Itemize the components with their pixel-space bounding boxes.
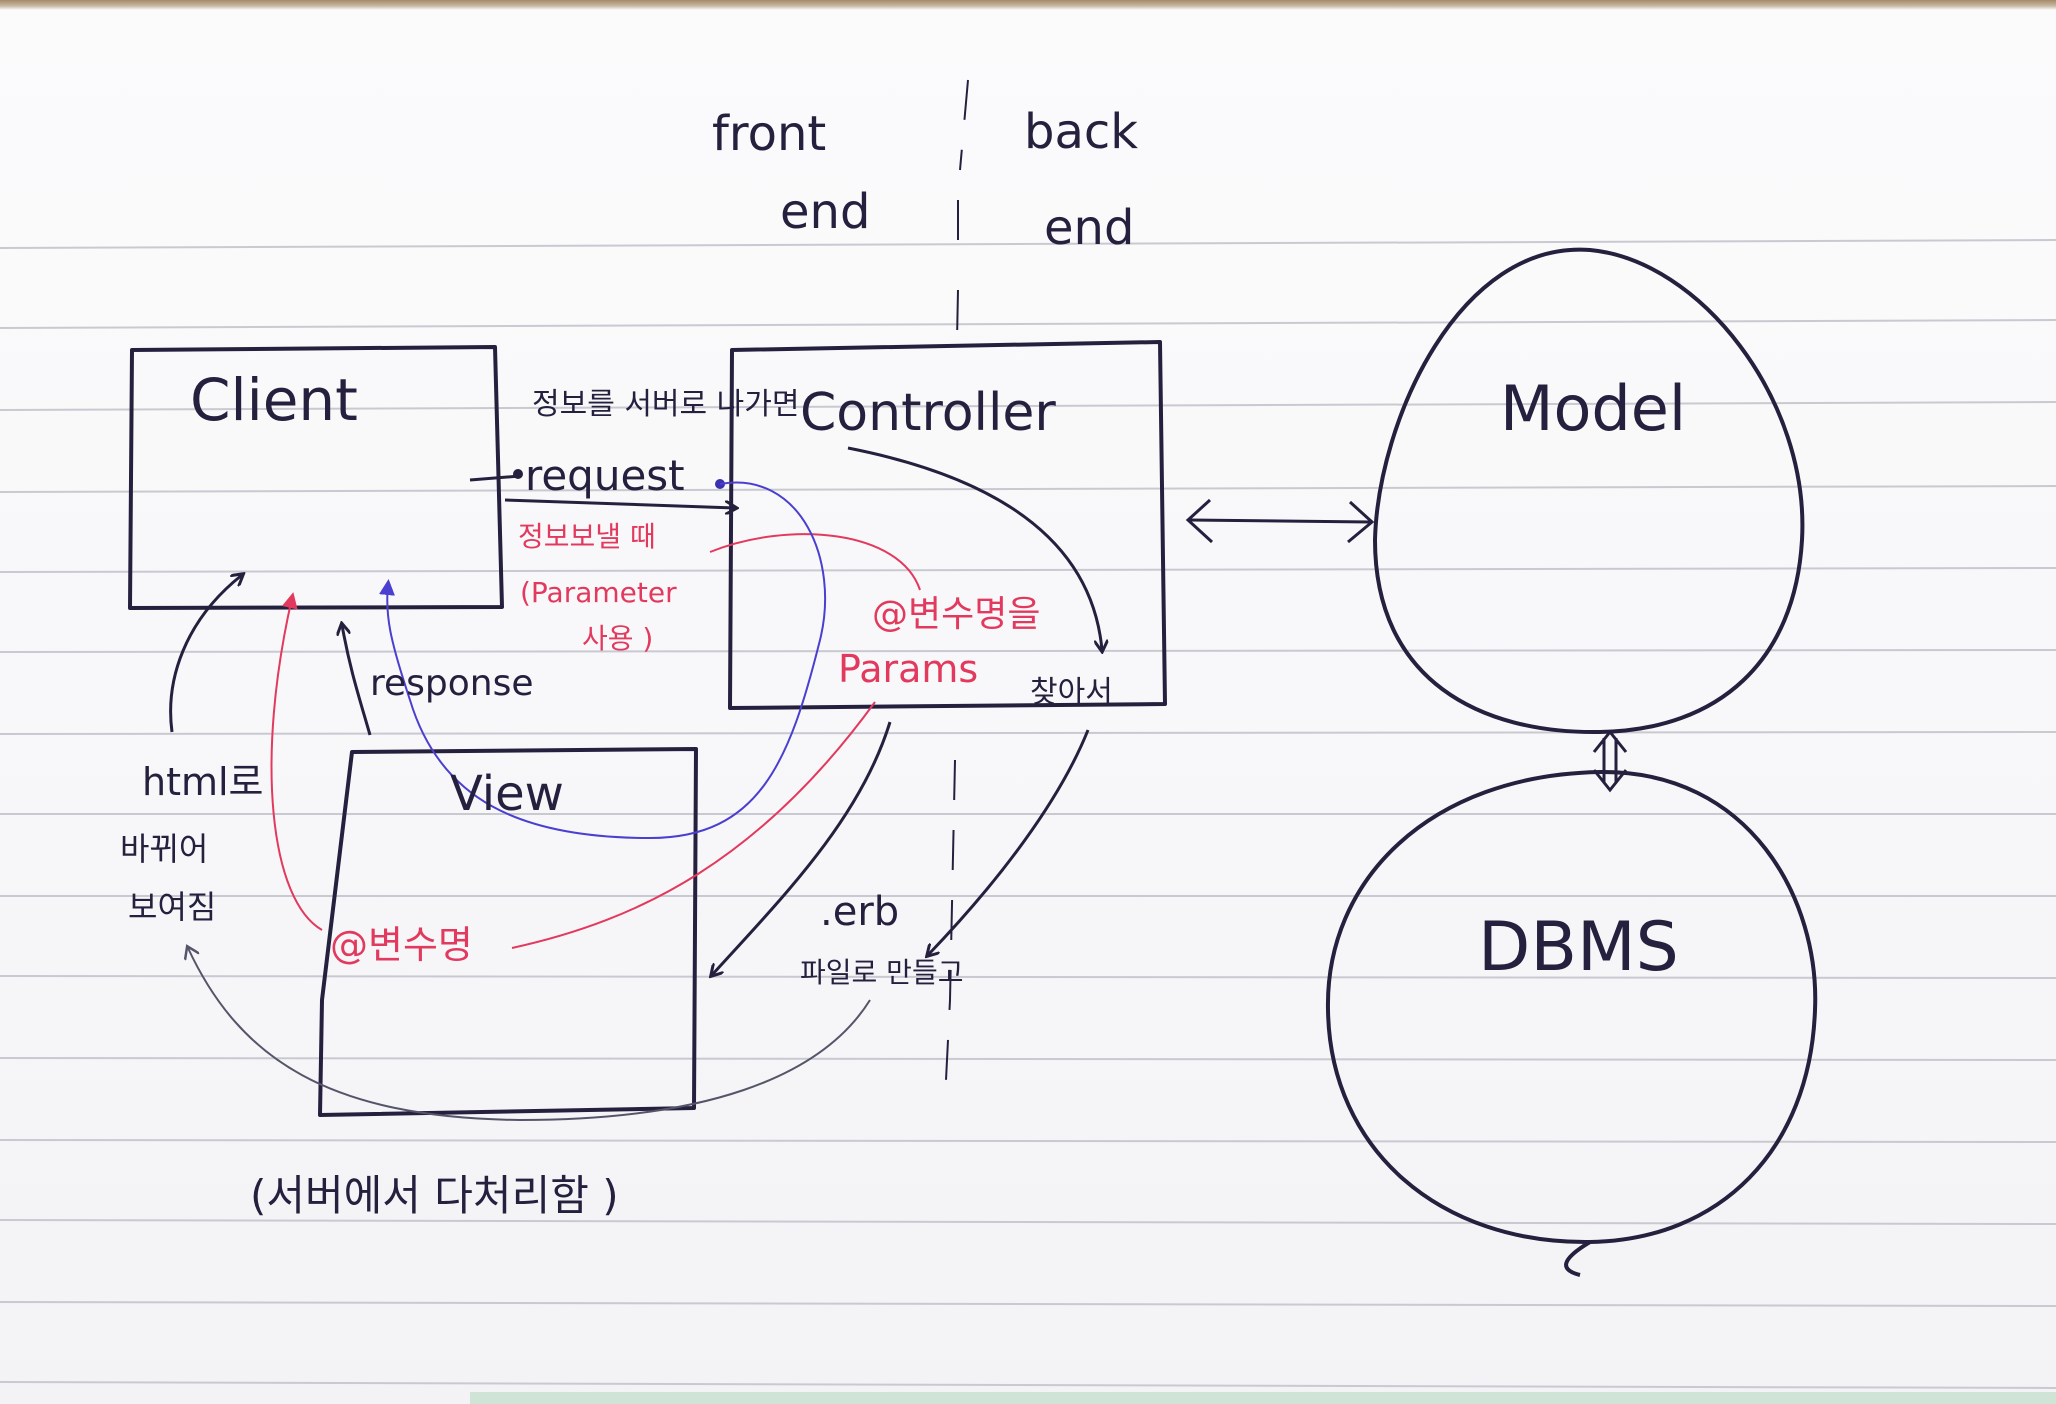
ruled-lines (0, 239, 2056, 1389)
send-info-label: 정보를 서버로 나가면 (532, 387, 799, 422)
when-sending-label: 정보보낼 때 (518, 520, 656, 553)
var-name-view: @변수명 (330, 923, 473, 967)
param-red-curve-view (511, 701, 876, 949)
html-line-1: html로 (142, 760, 264, 804)
server-note: (서버에서 다처리함 ) (250, 1171, 619, 1220)
params-label: Params (838, 647, 978, 691)
front-end-label: end (780, 184, 870, 240)
client-box (128, 345, 504, 610)
html-line-2: 바뀌어 (120, 830, 208, 868)
back-label: back (1024, 104, 1138, 160)
paper-top-edge (0, 0, 2056, 10)
front-label: front (712, 106, 826, 162)
param-red-curve-controller (709, 533, 921, 591)
response-arrow (342, 625, 372, 736)
paper-bottom-edge (470, 1392, 2056, 1404)
request-blue-curve (379, 481, 827, 840)
controller-model-arrow (1185, 498, 1375, 544)
parameter-use-open: (Parameter (520, 576, 677, 609)
controller-internal-arrow (847, 446, 1102, 650)
controller-title: Controller (800, 383, 1056, 443)
controller-box (728, 340, 1167, 710)
model-dbms-arrow (1592, 729, 1628, 793)
client-title: Client (190, 366, 358, 434)
controller-to-erb-arrow (928, 729, 1090, 955)
front-back-divider (944, 79, 969, 1101)
make-file-label: 파일로 만들고 (800, 956, 963, 989)
html-to-client-arrow (169, 575, 242, 733)
response-label: response (370, 663, 534, 704)
find-and-label: 찾아서 (1030, 675, 1113, 710)
view-box (318, 747, 698, 1117)
back-end-label: end (1044, 200, 1134, 256)
parameter-use-close: 사용 ) (582, 622, 653, 655)
view-title: View (450, 766, 564, 822)
erb-label: .erb (820, 889, 899, 935)
model-title: Model (1500, 372, 1686, 445)
request-arrow (469, 469, 735, 508)
dbms-title: DBMS (1478, 908, 1679, 987)
var-name-controller: @변수명을 (872, 594, 1040, 635)
dbms-circle (1325, 769, 1818, 1277)
request-label: request (525, 451, 685, 500)
erb-to-html-curve (188, 948, 871, 1122)
controller-to-view-arrow (712, 721, 892, 975)
red-arrow-to-client (270, 592, 323, 931)
model-ellipse (1372, 247, 1805, 735)
html-line-3: 보여짐 (128, 888, 216, 926)
